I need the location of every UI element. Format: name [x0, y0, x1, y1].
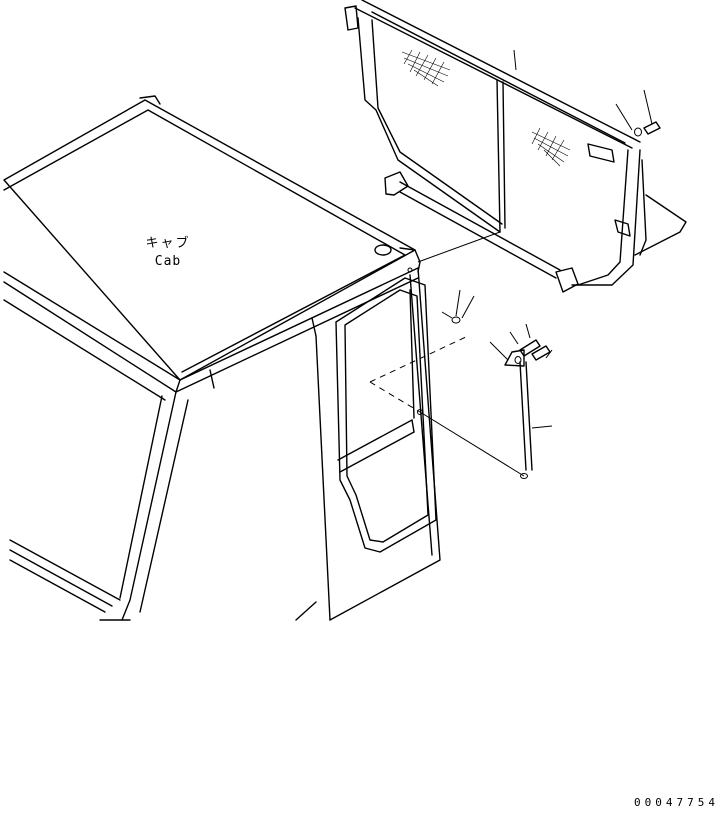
drawing-number: 00047754 [634, 796, 719, 809]
bracket-bottom-right [555, 267, 579, 293]
bracket-top-right [587, 143, 615, 163]
bolt-washer-top [513, 49, 661, 137]
support-rod-assembly [441, 289, 553, 479]
rod-bracket [504, 349, 525, 367]
assembly-lines [369, 231, 525, 477]
washer-icon [514, 356, 522, 364]
roof-lamp [374, 244, 392, 256]
cab-label-japanese: キャブ [145, 236, 191, 251]
cab-body [3, 267, 441, 621]
bolt-icon [519, 339, 541, 357]
cab-label-english: Cab [154, 254, 182, 269]
nut-icon [451, 316, 461, 324]
bracket-top-left [344, 5, 359, 31]
bracket-bottom-left [384, 171, 409, 196]
bolt-icon [531, 345, 551, 361]
rear-guard-frame [344, 0, 687, 293]
mesh-patch-lower [531, 127, 571, 167]
mesh-patch-upper [401, 49, 451, 87]
washer-icon [634, 127, 642, 137]
cab-roof [3, 95, 421, 381]
